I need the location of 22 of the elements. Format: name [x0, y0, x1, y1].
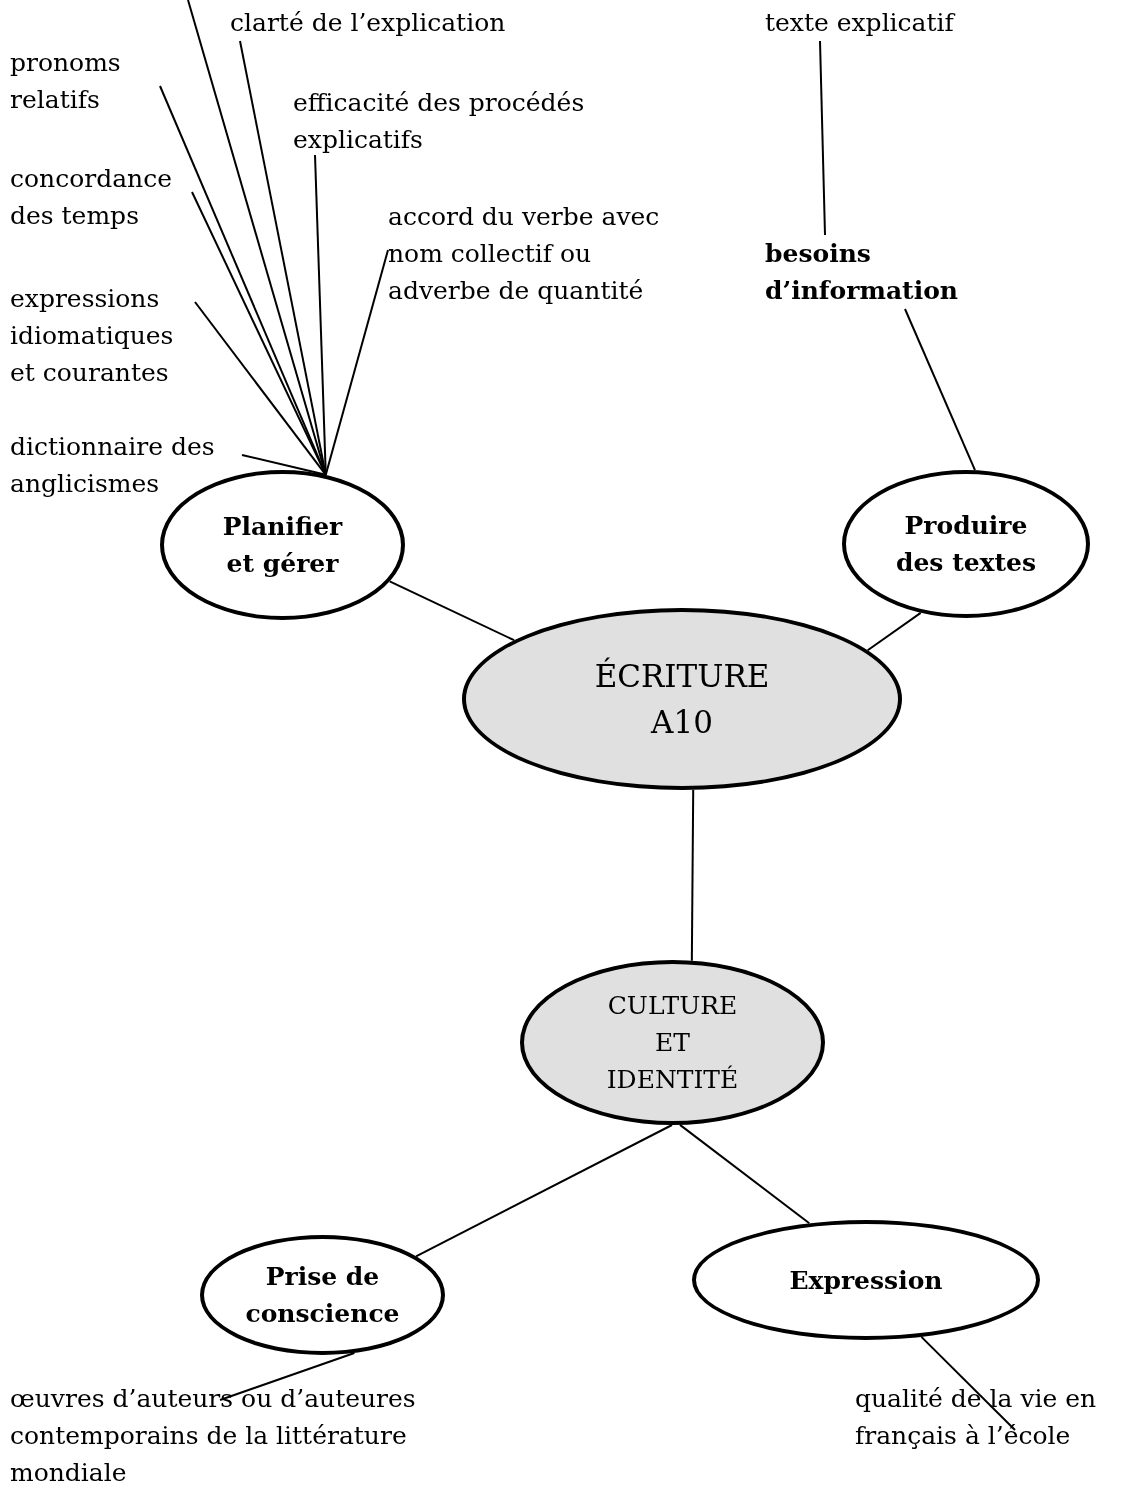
topic-label: ÉCRITURE A10 [593, 656, 771, 742]
topic-label: Planifier et gérer [221, 511, 344, 580]
topic-label: Expression [788, 1264, 944, 1297]
concept-label: pronoms relatifs [10, 44, 160, 118]
connector-line [904, 308, 976, 472]
topic-label: Produire des textes [894, 510, 1038, 579]
topic-label: CULTURE ET IDENTITÉ [605, 990, 740, 1096]
connector-line [388, 580, 516, 642]
concept-label: texte explicatif [765, 4, 1025, 41]
concept-label: clarté de l’explication [230, 4, 550, 41]
connector-line [415, 1124, 673, 1258]
concept-label: concordance des temps [10, 160, 205, 234]
concept-label: accord du verbe avec nom collectif ou adverbe de quantité [388, 198, 688, 309]
concept-label: qualité de la vie en français à l’école [855, 1380, 1143, 1454]
topic-label: Prise de conscience [244, 1261, 401, 1330]
concept-label: dictionnaire des anglicismes [10, 428, 242, 502]
connector-line [690, 788, 695, 962]
concept-label: expressions idiomatiques et courantes [10, 280, 195, 391]
concept-label: besoins d’information [765, 235, 990, 309]
concept-label: efficacité des procédés explicatifs [293, 84, 638, 158]
concept-label: œuvres d’auteurs ou d’auteures contemporains de la littérature mondiale [10, 1380, 490, 1491]
connector-line [819, 40, 826, 236]
